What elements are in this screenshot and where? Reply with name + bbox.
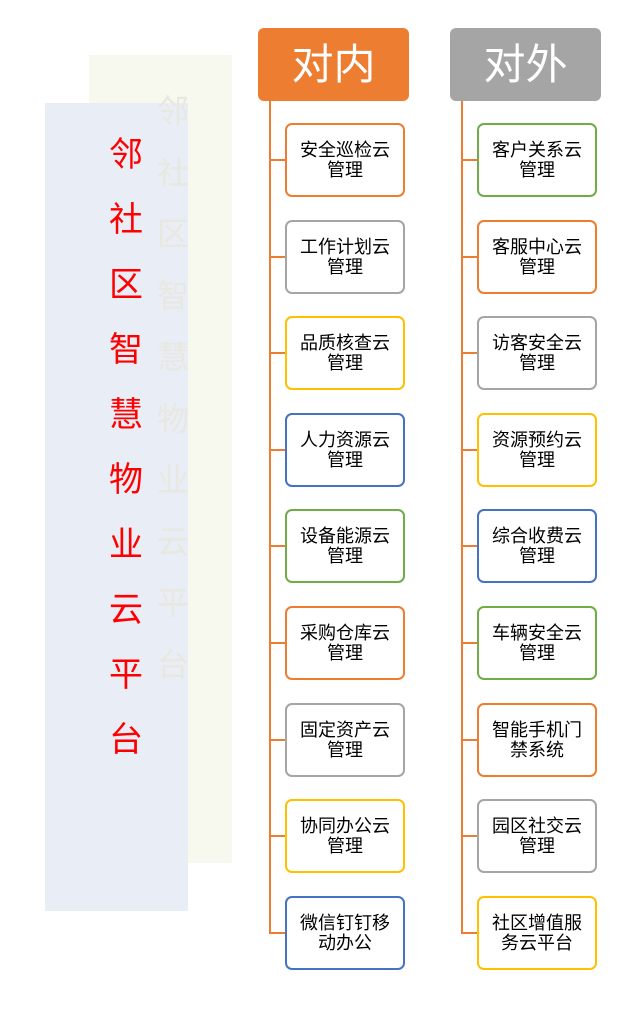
inner-connector-branch — [269, 738, 285, 741]
title-ghost-char: 社 — [156, 153, 189, 192]
title-ghost-char: 物 — [156, 399, 189, 438]
outer-item-box: 园区社交云管理 — [477, 799, 597, 874]
title-char: 智 — [109, 330, 143, 370]
outer-connector-branch — [461, 159, 477, 161]
inner-connector-branch — [269, 545, 285, 548]
outer-connector-branch — [461, 738, 477, 741]
inner-connector-branch — [269, 835, 285, 838]
inner-connector-branch — [269, 931, 285, 934]
outer-item-box: 车辆安全云管理 — [477, 606, 597, 680]
outer-item-box: 访客安全云管理 — [477, 316, 597, 391]
title-char: 邻 — [109, 135, 143, 175]
title-char: 社 — [109, 200, 143, 240]
outer-connector-branch — [461, 835, 477, 838]
header-external: 对外 — [450, 28, 601, 101]
outer-connector-spine — [461, 101, 463, 934]
title-char: 业 — [109, 525, 143, 565]
outer-item-box: 客服中心云管理 — [477, 219, 597, 294]
outer-connector-branch — [461, 545, 477, 548]
outer-connector-branch — [461, 642, 477, 644]
title-ghost-char: 智 — [156, 276, 189, 315]
title-panel — [45, 103, 188, 911]
title-ghost-char: 业 — [156, 461, 189, 499]
outer-item-box: 智能手机门禁系统 — [477, 702, 597, 777]
outer-item-box: 社区增值服务云平台 — [477, 895, 597, 970]
inner-item-box: 安全巡检云管理 — [285, 123, 405, 197]
outer-connector-branch — [461, 255, 477, 258]
inner-item-box: 采购仓库云管理 — [285, 606, 405, 680]
inner-item-box: 固定资产云管理 — [285, 702, 405, 777]
title-char: 物 — [109, 460, 143, 500]
outer-item-box: 资源预约云管理 — [477, 412, 597, 487]
inner-connector-branch — [269, 448, 285, 451]
platform-title: 邻社区智慧物业云平台 — [106, 138, 146, 788]
title-char: 平 — [109, 655, 143, 695]
outer-connector-branch — [461, 352, 477, 355]
outer-item-box: 客户关系云管理 — [477, 123, 597, 197]
title-char: 慧 — [109, 395, 143, 435]
title-ghost-char: 云 — [156, 522, 189, 561]
header-internal: 对内 — [258, 28, 409, 101]
inner-connector-branch — [269, 352, 285, 355]
inner-item-box: 设备能源云管理 — [285, 509, 405, 584]
inner-connector-branch — [269, 255, 285, 258]
inner-item-box: 品质核查云管理 — [285, 316, 405, 391]
title-ghost-char: 台 — [156, 645, 189, 684]
inner-item-box: 人力资源云管理 — [285, 412, 405, 487]
inner-connector-spine — [269, 101, 271, 934]
title-char: 台 — [109, 720, 143, 760]
inner-item-box: 协同办公云管理 — [285, 799, 405, 874]
outer-connector-branch — [461, 931, 477, 934]
inner-item-box: 工作计划云管理 — [285, 219, 405, 294]
title-ghost-text: 邻社区智慧物业云平台 — [153, 95, 193, 710]
title-ghost-char: 慧 — [156, 338, 189, 376]
inner-connector-branch — [269, 159, 285, 161]
title-ghost-char: 平 — [156, 584, 189, 622]
title-ghost-char: 邻 — [156, 92, 189, 130]
outer-connector-branch — [461, 448, 477, 451]
outer-item-box: 综合收费云管理 — [477, 509, 597, 584]
title-char: 区 — [109, 265, 143, 305]
title-char: 云 — [109, 590, 143, 630]
title-ghost-char: 区 — [156, 215, 189, 253]
inner-item-box: 微信钉钉移动办公 — [285, 895, 405, 970]
inner-connector-branch — [269, 642, 285, 644]
